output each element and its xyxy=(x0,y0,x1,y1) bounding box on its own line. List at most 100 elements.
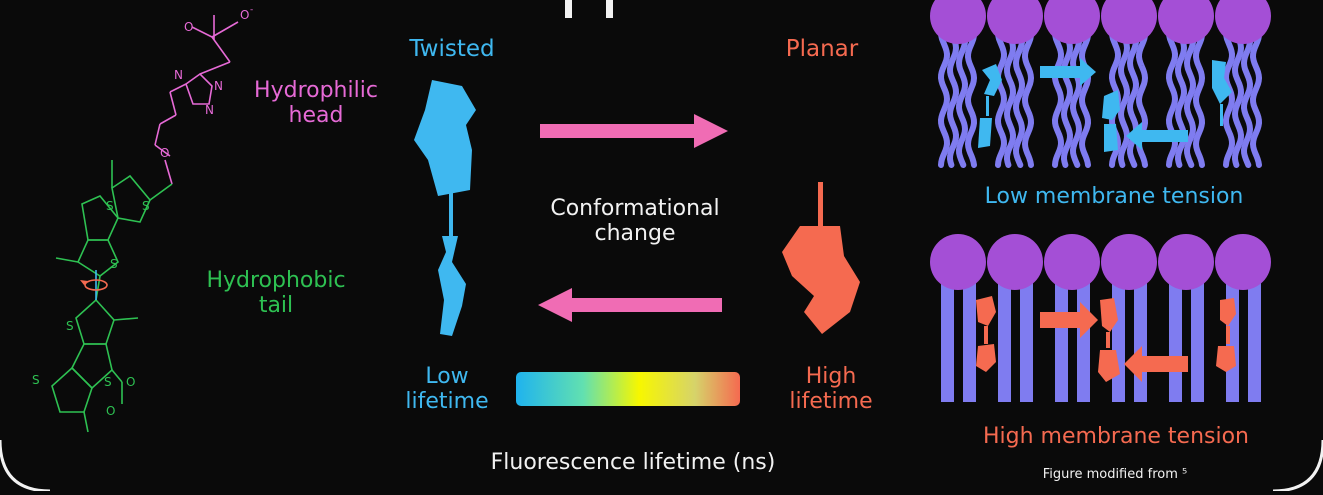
hydrophobic-tail-line-1: Hydrophobic xyxy=(206,268,346,293)
atom-s-2: S xyxy=(142,199,150,213)
lipid-head xyxy=(1044,0,1100,44)
lipid-head xyxy=(930,0,986,44)
lipid-head xyxy=(987,0,1043,44)
top-mark-2 xyxy=(606,0,613,18)
planar-conformer xyxy=(782,182,860,334)
hydrophilic-head-label: Hydrophilic head xyxy=(236,78,396,129)
molecule xyxy=(51,15,239,433)
lipid-tail-wavy xyxy=(1051,27,1065,168)
forward-arrow xyxy=(540,114,728,148)
lipid-tail-wavy xyxy=(1060,27,1074,168)
lipid-tail-straight xyxy=(1248,270,1261,402)
high-tension-membrane xyxy=(930,234,1271,402)
lipid-head xyxy=(1101,0,1157,44)
lipid-tail-wavy xyxy=(1192,27,1206,168)
atom-o-ether: O xyxy=(160,146,169,160)
lipid-tail-straight xyxy=(1112,270,1125,402)
high-tension-probes xyxy=(976,296,1236,382)
high-tension-label: High membrane tension xyxy=(983,424,1249,449)
lipid-tail-wavy xyxy=(1003,27,1017,168)
conformational-change-label: Conformational change xyxy=(520,196,750,247)
atom-s-5: S xyxy=(104,375,112,389)
high-tension-arrows xyxy=(1040,302,1188,382)
hydrophobic-tail-structure xyxy=(51,160,173,433)
lipid-head xyxy=(987,234,1043,290)
hydrophilic-head-structure xyxy=(154,15,239,185)
lipid-tail-wavy xyxy=(1117,27,1131,168)
lipid-head xyxy=(1101,234,1157,290)
twisted-conformer xyxy=(414,80,476,336)
hydrophobic-tail-line-2: tail xyxy=(258,293,294,319)
lipid-head xyxy=(1215,234,1271,290)
lipid-head xyxy=(1215,0,1271,44)
lipid-tail-straight xyxy=(1077,270,1090,402)
lipid-tail-wavy xyxy=(1012,27,1026,168)
atom-o-sulfone-1: O xyxy=(126,375,135,389)
atom-s-1: S xyxy=(106,199,114,213)
lipid-tail-wavy xyxy=(964,27,978,168)
lipid-tail-straight xyxy=(963,270,976,402)
lipid-tail-wavy xyxy=(1231,27,1245,168)
low-tension-probes xyxy=(978,60,1232,152)
lipid-tail-straight xyxy=(1055,270,1068,402)
lipid-tail-straight xyxy=(1134,270,1147,402)
top-mark-1 xyxy=(565,0,572,18)
lipid-tail-wavy xyxy=(937,27,951,168)
lifetime-colorbar xyxy=(516,372,740,406)
lipid-tail-wavy xyxy=(1249,27,1263,168)
conformational-change-line-2: change xyxy=(594,221,676,247)
high-lifetime-line-1: High xyxy=(805,364,857,389)
low-lifetime-line-2: lifetime xyxy=(405,389,489,415)
atom-n3: N xyxy=(205,103,214,117)
lipid-tail-wavy xyxy=(1021,27,1035,168)
low-tension-membrane xyxy=(930,0,1271,168)
atom-s-6: S xyxy=(32,373,40,387)
atom-n2: N xyxy=(214,79,223,93)
hydrophilic-head-line-1: Hydrophilic xyxy=(254,78,378,103)
atom-s-3: S xyxy=(110,257,118,271)
hydrophobic-tail-label: Hydrophobic tail xyxy=(186,268,366,319)
lipid-head xyxy=(1044,234,1100,290)
hydrophilic-head-line-2: head xyxy=(288,103,344,129)
lipid-tail-wavy xyxy=(1078,27,1092,168)
lipid-head xyxy=(930,234,986,290)
lipid-tail-wavy xyxy=(1069,27,1083,168)
low-tension-arrows xyxy=(1040,58,1188,150)
lipid-tail-straight xyxy=(1020,270,1033,402)
rotation-arrowhead-icon xyxy=(80,280,88,285)
lipid-head xyxy=(1158,0,1214,44)
atom-labels: O O - N N N O S S S S S O O S xyxy=(32,5,253,418)
frame-corner-left xyxy=(0,439,51,493)
lipid-tail-wavy xyxy=(1174,27,1188,168)
low-lifetime-line-1: Low xyxy=(425,364,469,389)
lipid-tail-wavy xyxy=(955,27,969,168)
lipid-tail-wavy xyxy=(1222,27,1236,168)
lipid-tail-wavy xyxy=(1126,27,1140,168)
atom-n1: N xyxy=(174,68,183,82)
lipid-tail-wavy xyxy=(1240,27,1254,168)
atom-o-carbonyl: O xyxy=(184,20,193,34)
lipid-head xyxy=(1158,234,1214,290)
atom-o-carboxylate: O xyxy=(240,8,249,22)
lipid-tail-wavy xyxy=(1165,27,1179,168)
twisted-label: Twisted xyxy=(409,36,495,62)
lipid-tail-wavy xyxy=(994,27,1008,168)
atom-s-4: S xyxy=(66,319,74,333)
low-lifetime-label: Low lifetime xyxy=(392,364,502,415)
figure-credit: Figure modified from ⁵ xyxy=(1042,467,1188,482)
low-tension-label: Low membrane tension xyxy=(984,184,1244,209)
lipid-tail-wavy xyxy=(1183,27,1197,168)
planar-label: Planar xyxy=(785,36,859,62)
atom-charge: - xyxy=(250,5,253,15)
lipid-tail-straight xyxy=(998,270,1011,402)
high-lifetime-label: High lifetime xyxy=(766,364,896,415)
fluorescence-lifetime-label: Fluorescence lifetime (ns) xyxy=(490,450,776,475)
lipid-tail-straight xyxy=(1191,270,1204,402)
lipid-tail-straight xyxy=(941,270,954,402)
high-lifetime-line-2: lifetime xyxy=(789,389,873,415)
lipid-tail-straight xyxy=(1169,270,1182,402)
reverse-arrow xyxy=(538,288,722,322)
rotation-arrow-icon xyxy=(84,279,108,291)
